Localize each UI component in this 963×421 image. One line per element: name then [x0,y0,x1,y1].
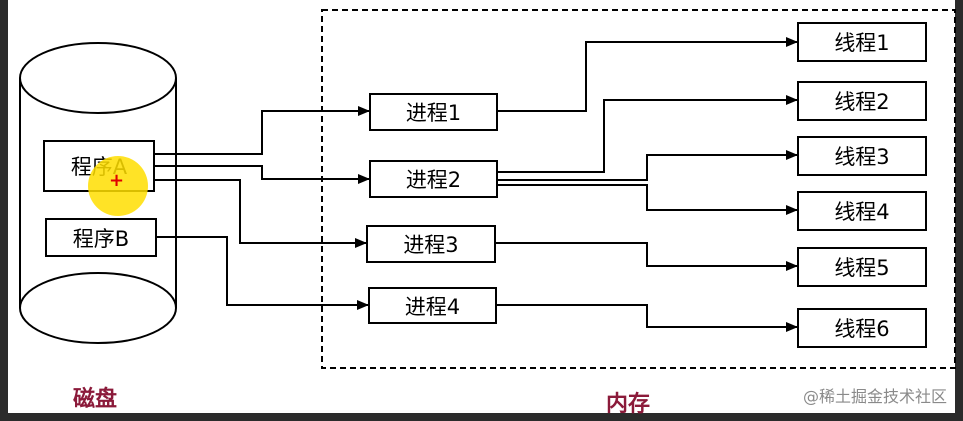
cursor-crosshair-icon: + [109,170,125,191]
window-frame-right [955,0,963,421]
edge-process-1-thread-1 [498,37,798,112]
edge-process-2-thread-2 [498,95,798,173]
thread-4-label: 线程4 [834,200,890,224]
thread-3-label: 线程3 [834,145,890,169]
edge-program-a-process-2 [155,165,370,184]
thread-5-box: 线程5 [797,247,927,287]
thread-1-label: 线程1 [834,31,890,55]
process-4-label: 进程4 [404,294,461,319]
program-b-box: 程序B [45,218,157,257]
thread-3-box: 线程3 [797,136,927,176]
program-b-label: 程序B [72,226,130,251]
window-frame-left [0,0,8,421]
thread-2-box: 线程2 [797,81,927,121]
edge-process-4-thread-6 [497,304,798,332]
thread-1-box: 线程1 [797,22,927,62]
process-2-label: 进程2 [405,168,462,192]
cursor-highlight [88,156,148,216]
thread-2-label: 线程2 [834,90,890,114]
thread-5-label: 线程5 [834,256,890,280]
window-frame-bottom [0,413,963,421]
edge-program-a-process-1 [155,106,370,155]
process-2-box: 进程2 [369,160,498,198]
watermark: @稀土掘金技术社区 [802,387,947,406]
process-3-box: 进程3 [366,225,496,263]
thread-6-box: 线程6 [797,308,927,348]
thread-6-label: 线程6 [834,317,890,341]
edge-process-2-thread-3 [498,150,798,181]
edge-process-3-thread-5 [496,242,798,271]
memory-caption: 内存 [606,392,651,417]
disk-caption: 磁盘 [73,387,118,412]
edge-process-2-thread-4 [498,184,798,215]
process-3-label: 进程3 [403,233,459,257]
edge-program-b-process-4 [157,236,369,310]
edge-program-a-process-3 [155,179,367,248]
memory-region [321,9,956,369]
process-1-label: 进程1 [405,101,462,125]
process-1-box: 进程1 [369,93,498,131]
process-4-box: 进程4 [368,287,497,324]
thread-4-box: 线程4 [797,191,927,231]
